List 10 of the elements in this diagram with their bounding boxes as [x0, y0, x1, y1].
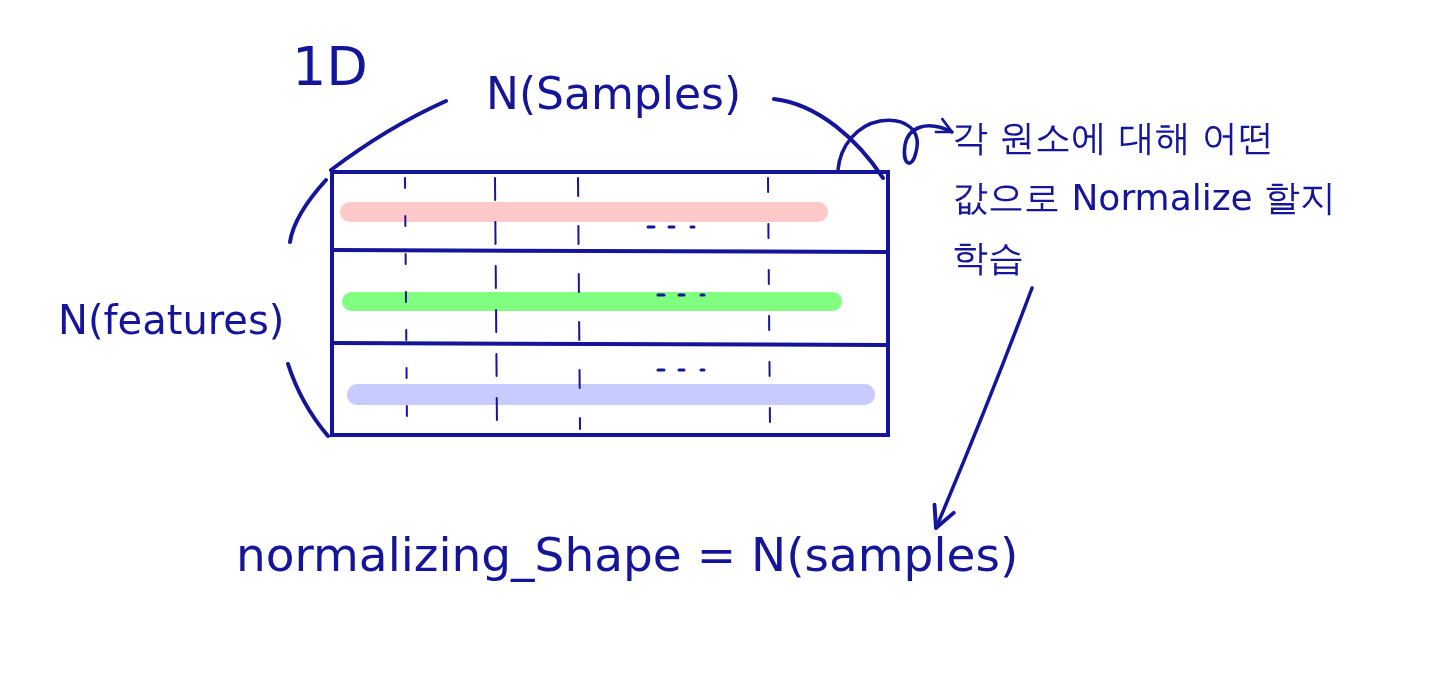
- dimension-label: N(Samples): [486, 68, 742, 121]
- annotation-note: 각 원소에 대해 어떤 값으로 Normalize 할지 학습: [952, 108, 1337, 288]
- title: 1D: [292, 36, 368, 99]
- row-highlight-bar: [347, 384, 875, 405]
- row-highlight-bar: [340, 202, 828, 222]
- dimension-label: N(features): [58, 296, 285, 344]
- leader-line: [836, 118, 954, 172]
- formula-text: normalizing_Shape = N(samples): [236, 528, 1019, 583]
- row-highlight-bar: [342, 292, 842, 311]
- arrow: [932, 286, 1034, 530]
